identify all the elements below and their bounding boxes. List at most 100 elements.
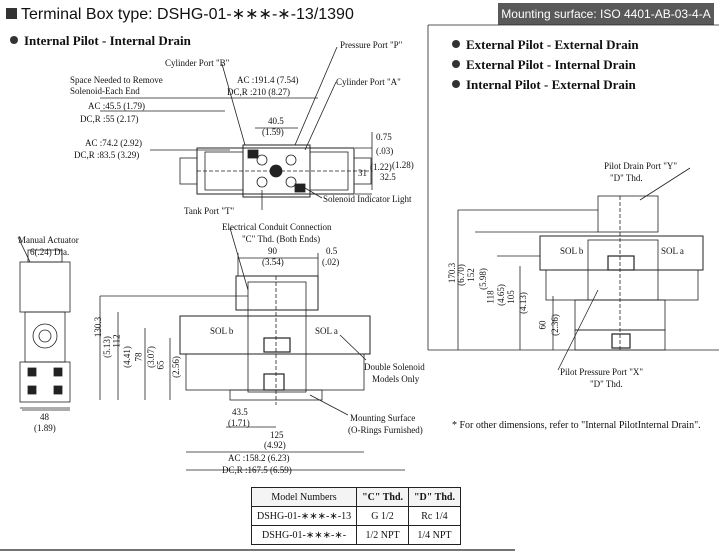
double-solenoid-label-2: Models Only <box>372 374 420 384</box>
manual-actuator-dia: 6(.24) Dia. <box>30 247 70 257</box>
dim-40-5: 40.5 <box>268 116 284 126</box>
table-cell: G 1/2 <box>356 506 409 526</box>
dim-1-59: (1.59) <box>262 127 284 137</box>
sol-a-right-label: SOL a <box>661 246 684 256</box>
dim-3-54: (3.54) <box>262 257 284 267</box>
table-cell: 1/4 NPT <box>408 525 461 545</box>
dim-152: 152 <box>465 268 476 282</box>
section-internal-pilot-external-drain: Internal Pilot - External Drain <box>452 77 636 93</box>
dim-0-5: 0.5 <box>326 246 338 256</box>
bullet-icon <box>452 40 460 48</box>
space-needed-label: Space Needed to Remove <box>70 75 163 85</box>
tank-port-t-label: Tank Port "T" <box>184 206 235 216</box>
dim-03: (.03) <box>376 146 394 156</box>
dim-43-5: 43.5 <box>232 407 248 417</box>
table-row: DSHG-01-∗∗∗-∗-13 G 1/2 Rc 1/4 <box>250 506 461 526</box>
table-cell: DSHG-01-∗∗∗-∗- <box>250 525 358 545</box>
table-header: Model Numbers <box>250 487 358 507</box>
leader-line <box>304 187 323 199</box>
conduit-label-2: "C" Thd. (Both Ends) <box>242 234 321 244</box>
dim-2-56: (2.56) <box>170 356 181 378</box>
dim-ac-158: AC :158.2 (6.23) <box>228 453 290 463</box>
bullet-icon <box>452 80 460 88</box>
table-row: DSHG-01-∗∗∗-∗- 1/2 NPT 1/4 NPT <box>250 525 461 545</box>
cylinder-port-b-label: Cylinder Port "B" <box>165 58 230 68</box>
sol-b-label: SOL b <box>210 326 234 336</box>
dim-1-28: (1.28) <box>392 160 414 170</box>
pilot-drain-y-thd: "D" Thd. <box>610 173 643 183</box>
dim-48: 48 <box>40 412 49 422</box>
dim-1-71: (1.71) <box>228 418 250 428</box>
dim-130-3: 130.3 <box>93 316 104 338</box>
section-external-pilot-external-drain: External Pilot - External Drain <box>452 37 639 53</box>
leader-line <box>229 227 249 291</box>
section-external-pilot-internal-drain: External Pilot - Internal Drain <box>452 57 636 73</box>
table-header-row: Model Numbers "C" Thd. "D" Thd. <box>250 487 461 507</box>
dim-118: 118 <box>485 290 496 304</box>
cylinder-port-a-label: Cylinder Port "A" <box>336 77 401 87</box>
table-header: "D" Thd. <box>408 487 461 507</box>
dim-4-65: (4.65) <box>495 284 506 306</box>
dim-1-89: (1.89) <box>34 423 56 433</box>
dim-6-70: (6.70) <box>455 264 466 286</box>
leader-line <box>294 46 338 146</box>
dim-ac-191: AC :191.4 (7.54) <box>237 75 299 85</box>
conduit-label: Electrical Conduit Connection <box>222 222 332 232</box>
dim-4-13: (4.13) <box>517 292 528 314</box>
dim-dc-210: DC,R :210 (8.27) <box>227 87 290 97</box>
dim-32-5: 32.5 <box>380 172 396 182</box>
pressure-port-p-label: Pressure Port "P" <box>340 40 403 50</box>
sol-a-label: SOL a <box>315 326 338 336</box>
leader-line <box>309 394 349 416</box>
space-needed-label-2: Solenoid-Each End <box>70 86 140 96</box>
sol-b-right-label: SOL b <box>560 246 584 256</box>
pilot-pressure-x-thd: "D" Thd. <box>590 379 623 389</box>
table-header: "C" Thd. <box>356 487 409 507</box>
dim-60: 60 <box>537 320 548 330</box>
table-cell: DSHG-01-∗∗∗-∗-13 <box>250 506 358 526</box>
table-cell: 1/2 NPT <box>356 525 409 545</box>
dim-ac-74: AC :74.2 (2.92) <box>85 138 142 148</box>
leader-line <box>221 63 246 146</box>
pilot-pressure-x-label: Pilot Pressure Port "X" <box>560 367 644 377</box>
pilot-drain-y-label: Pilot Drain Port "Y" <box>604 161 678 171</box>
dim-78: 78 <box>133 352 144 362</box>
valve-external-pilot-view <box>539 195 704 352</box>
model-table: Model Numbers "C" Thd. "D" Thd. DSHG-01-… <box>250 487 461 545</box>
dim-125: 125 <box>270 430 284 440</box>
mounting-surface-label-2: (O-Rings Furnished) <box>348 425 423 435</box>
dim-90: 90 <box>268 246 277 256</box>
dim-4-92: (4.92) <box>264 440 286 450</box>
table-cell: Rc 1/4 <box>408 506 461 526</box>
valve-front-view <box>179 275 371 405</box>
leader-line <box>639 167 691 201</box>
valve-side-view <box>17 236 71 409</box>
reference-note: * For other dimensions, refer to "Intern… <box>452 420 701 431</box>
mounting-surface-label: Mounting Surface <box>350 413 416 423</box>
mounting-surface-badge: Mounting surface: ISO 4401-AB-03-4-A <box>498 3 714 25</box>
solenoid-indicator-label: Solenoid Indicator Light <box>323 194 412 204</box>
dim-112: 112 <box>111 334 122 348</box>
dim-0-75: 0.75 <box>376 132 392 142</box>
dim-3-07: (3.07) <box>145 346 156 368</box>
dim-dc-55: DC,R :55 (2.17) <box>80 114 139 124</box>
valve-top-view <box>179 144 372 198</box>
dim-dc-167: DC,R :167.5 (6.59) <box>222 465 292 475</box>
page-title: Terminal Box type: DSHG-01-∗∗∗-∗-13/1390 <box>6 4 354 24</box>
dim-dc-83: DC,R :83.5 (3.29) <box>74 150 140 160</box>
double-solenoid-label: Double Solenoid <box>364 362 425 372</box>
section-internal-pilot-internal-drain: Internal Pilot - Internal Drain <box>10 33 191 49</box>
dim-ac-45: AC :45.5 (1.79) <box>88 101 145 111</box>
square-bullet-icon <box>6 8 17 19</box>
bullet-icon <box>10 36 18 44</box>
leader-line <box>304 81 337 151</box>
dim-1-22: (1.22) <box>370 162 392 172</box>
dim-4-41: (4.41) <box>121 346 132 368</box>
dim-105: 105 <box>505 290 516 304</box>
leader-line <box>557 289 599 371</box>
dim-2-36: (2.36) <box>549 314 560 336</box>
dim-5-98: (5.98) <box>477 268 488 290</box>
leader-line <box>339 334 367 361</box>
dim-5-13: (5.13) <box>101 336 112 358</box>
dim-31: 31 <box>358 168 367 178</box>
